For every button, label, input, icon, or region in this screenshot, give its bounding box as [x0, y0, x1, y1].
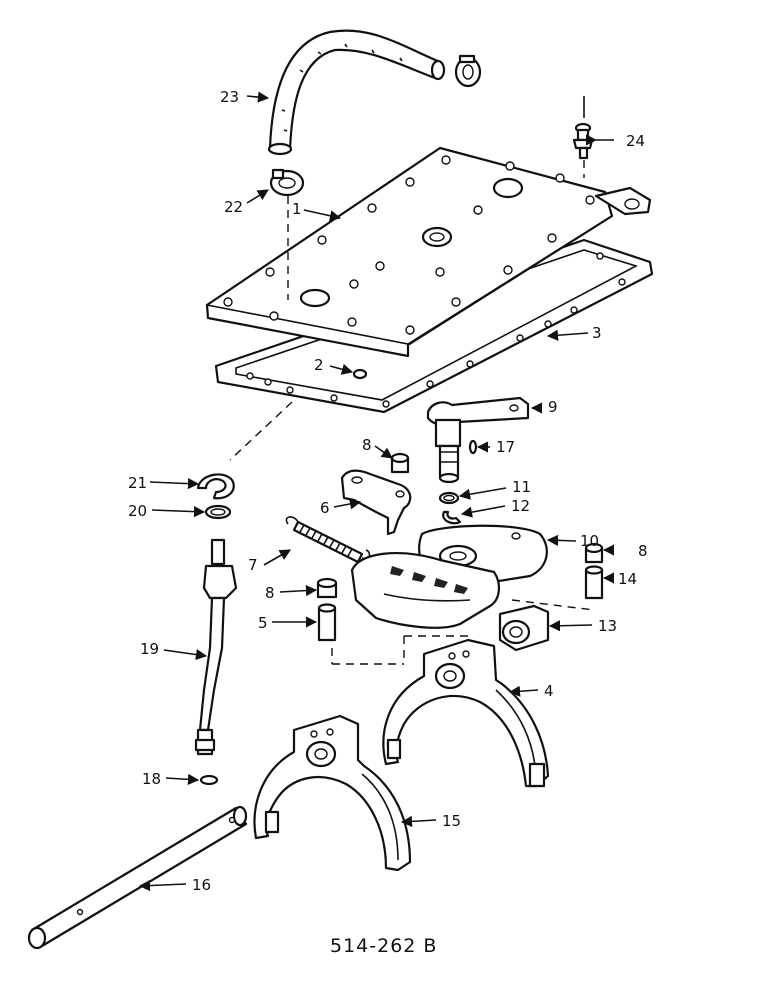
callout-1: 1 — [292, 200, 302, 218]
callout-2: 2 — [314, 356, 324, 374]
drawing-reference: 514-262 B — [330, 935, 437, 957]
part-2-plug — [352, 368, 368, 380]
callout-12: 12 — [511, 497, 530, 515]
callout-5: 5 — [258, 614, 268, 632]
part-5-dowel — [317, 603, 337, 642]
callout-23: 23 — [220, 88, 239, 106]
part-17-pin — [468, 439, 478, 455]
part-1-cover-plate — [205, 146, 652, 358]
part-14-dowel — [584, 565, 604, 600]
part-21-circlip — [196, 473, 235, 500]
callout-8-right: 8 — [638, 542, 648, 560]
callout-7: 7 — [248, 556, 258, 574]
callout-15: 15 — [442, 812, 461, 830]
callout-14: 14 — [618, 570, 637, 588]
part-gate-plate — [350, 552, 500, 629]
part-16-selector-rail — [27, 805, 248, 950]
callout-4: 4 — [544, 682, 554, 700]
assembly-centerlines — [229, 196, 595, 665]
part-24-breather — [572, 96, 594, 178]
callout-21: 21 — [128, 474, 147, 492]
part-8-bush-left — [316, 577, 338, 599]
part-11-washer — [438, 491, 460, 505]
callout-19: 19 — [140, 640, 159, 658]
callout-labels: 23 22 1 24 3 2 9 8 17 11 12 6 7 10 8 14 … — [128, 88, 648, 894]
part-9-lever — [426, 396, 530, 484]
callout-8-left: 8 — [265, 584, 275, 602]
part-4-selector-fork — [382, 638, 550, 788]
part-8-bush-right — [584, 542, 604, 564]
callout-6: 6 — [320, 499, 330, 517]
part-19-dipstick-tube — [194, 538, 238, 756]
callout-8-top: 8 — [362, 436, 372, 454]
callout-22: 22 — [224, 198, 243, 216]
callout-3: 3 — [592, 324, 602, 342]
callout-20: 20 — [128, 502, 147, 520]
callout-24: 24 — [626, 132, 645, 150]
callout-16: 16 — [192, 876, 211, 894]
part-15-selector-fork — [253, 714, 412, 872]
part-13-block — [498, 604, 550, 652]
callout-17: 17 — [496, 438, 515, 456]
part-12-circlip — [442, 510, 462, 525]
callout-9: 9 — [548, 398, 558, 416]
callout-11: 11 — [512, 478, 531, 496]
callout-18: 18 — [142, 770, 161, 788]
part-22-clamp — [269, 168, 305, 197]
part-8-bush-top — [390, 452, 410, 474]
part-7-spring — [285, 516, 371, 564]
callout-10: 10 — [580, 532, 599, 550]
callout-13: 13 — [598, 617, 617, 635]
callout-leaders — [138, 91, 615, 892]
part-23-hose — [267, 29, 446, 156]
part-6-bracket — [340, 469, 412, 536]
part-20-o-ring — [204, 504, 232, 520]
part-18-o-ring — [199, 774, 219, 786]
part-hose-clamp — [454, 54, 482, 88]
